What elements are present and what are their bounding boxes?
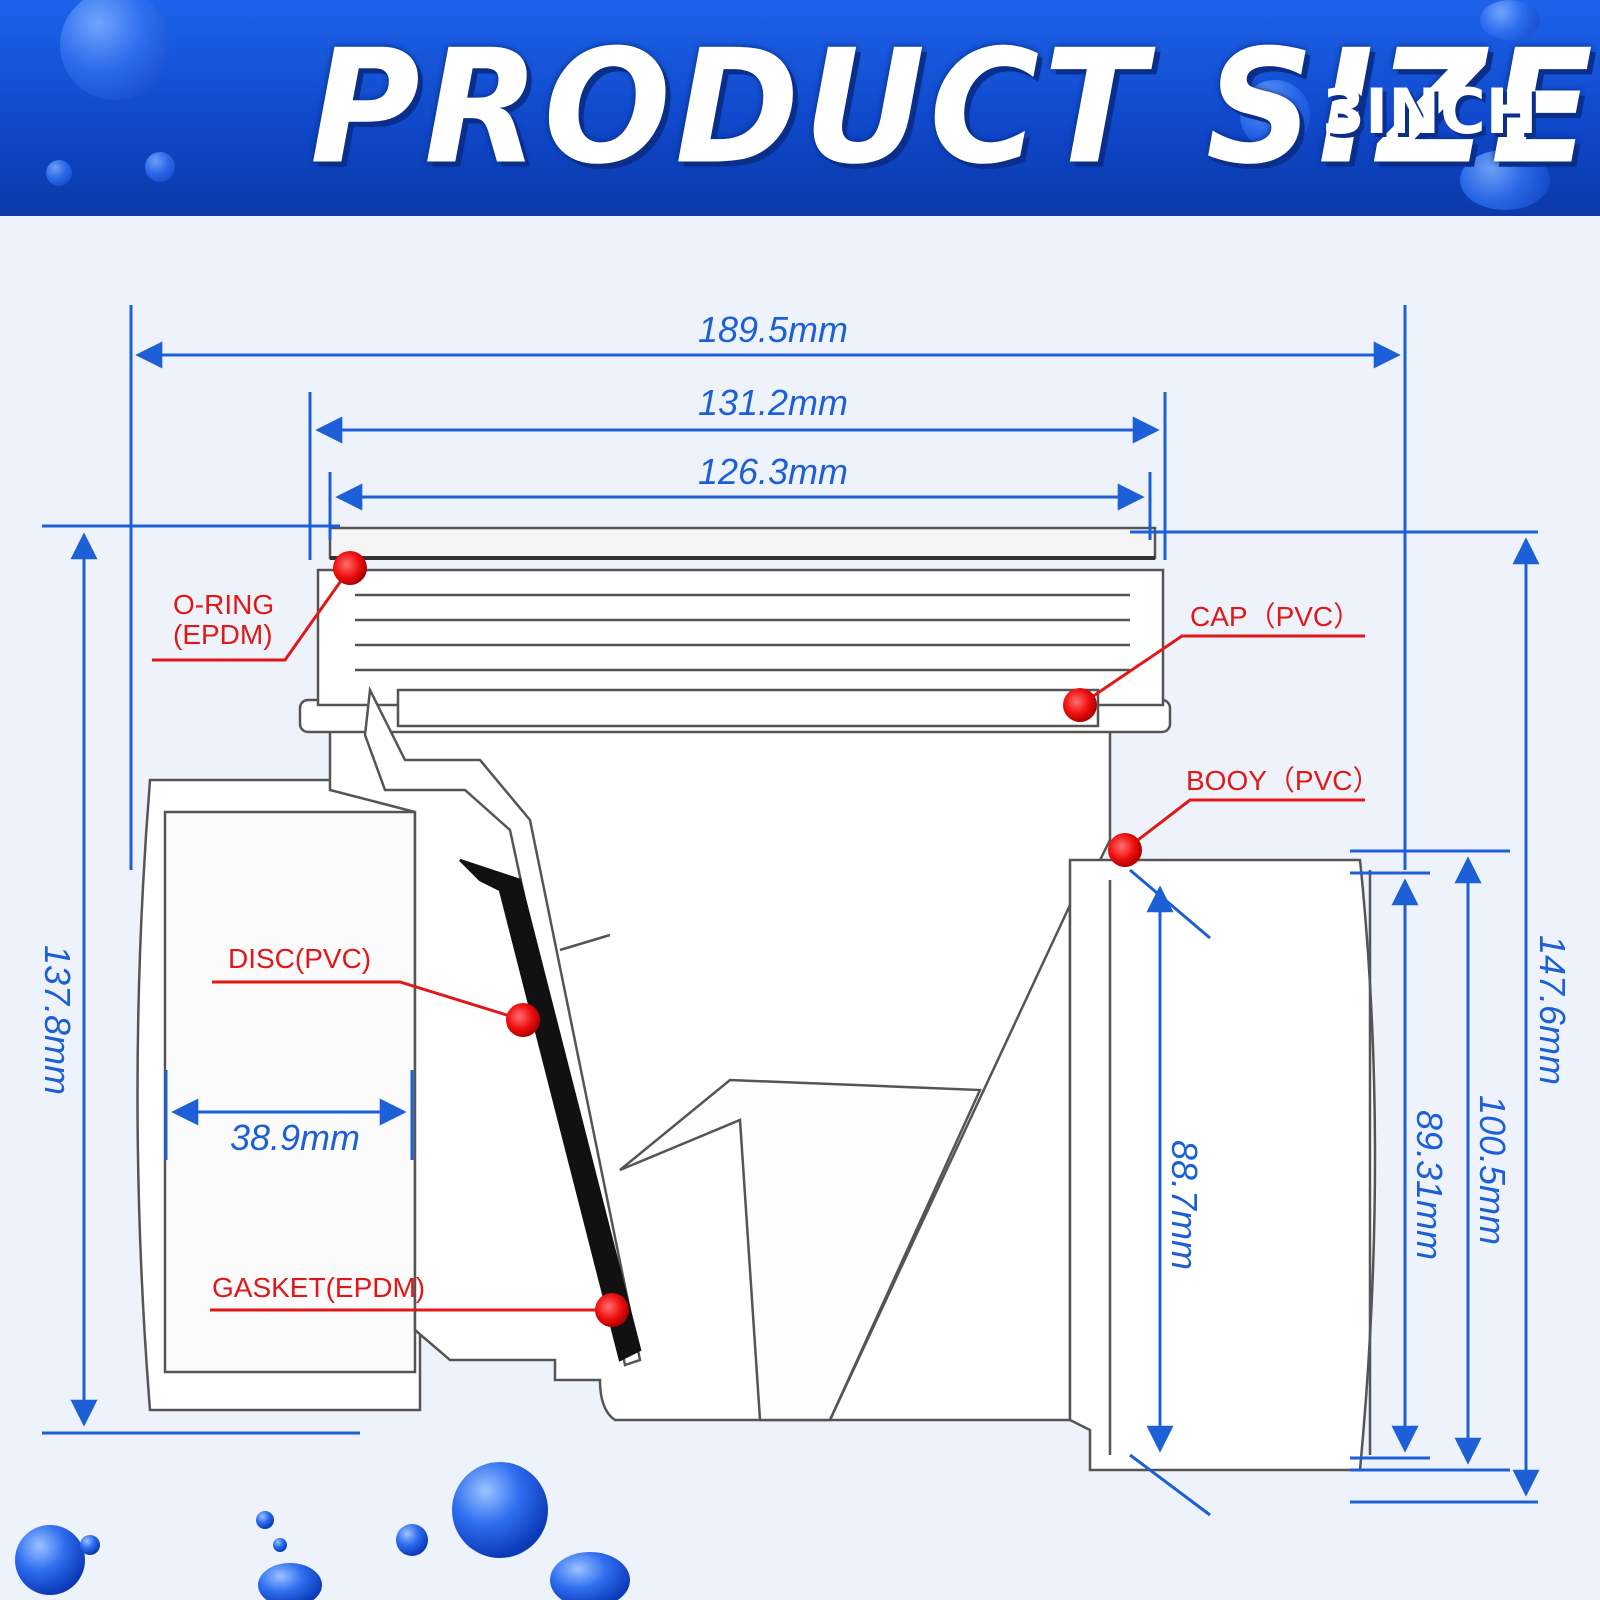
label-o-ring: O-RING [173,589,274,620]
cap-rim [328,526,1157,560]
bubble-decoration [145,152,175,182]
label-o-ring-material: (EPDM) [173,619,273,650]
right-socket [1068,858,1377,1472]
part-callouts [152,567,1365,1312]
bubble-decoration [1240,80,1310,150]
label-disc: DISC(PVC) [228,943,371,974]
cap-marker [1063,688,1097,722]
check-valve-drawing [136,526,1377,1472]
disc-plate [459,858,642,1362]
bottom-bubbles [15,1462,630,1600]
gasket-marker [595,1293,629,1327]
dim-total-height: 147.6mm [1532,935,1573,1085]
dim-outlet-outer: 100.5mm [1472,1095,1513,1245]
body-marker [1108,833,1142,867]
label-cap: CAP（PVC） [1190,601,1361,632]
dim-outlet-inner: 88.7mm [1164,1140,1205,1270]
o-ring-marker [333,551,367,585]
dim-overall-height: 137.8mm [37,945,78,1095]
dim-cap-inner-width: 126.3mm [698,451,848,492]
bubble-decoration [1480,0,1540,40]
dimension-lines [42,305,1540,1517]
dim-cap-outer-width: 131.2mm [698,382,848,423]
dim-outlet-mid: 89.31mm [1409,1110,1450,1260]
header-banner: PRODUCT SIZE 3INCH [0,0,1600,216]
cap-body [316,568,1165,707]
dim-overall-width: 189.5mm [698,309,848,350]
left-socket-bore [163,810,417,1374]
bubble-decoration [60,0,170,100]
disc-marker [506,1003,540,1037]
bubble-decoration [46,160,72,186]
label-gasket: GASKET(EPDM) [212,1272,425,1303]
dim-socket-depth: 38.9mm [230,1117,360,1158]
size-subtitle: 3INCH [1322,75,1538,148]
bubble-decoration [1460,150,1550,210]
label-body: BOOY（PVC） [1186,765,1380,796]
